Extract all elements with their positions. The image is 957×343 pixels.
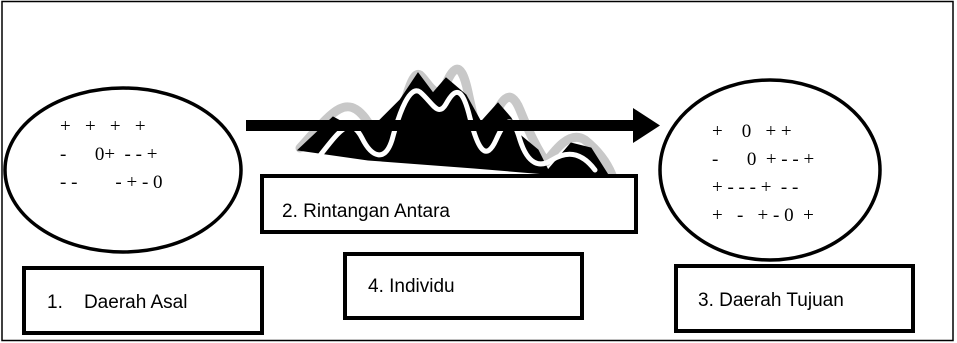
destination-symbols: + 0 + + - 0 + - - + + - - - + - - + - + … xyxy=(712,121,814,226)
destination-symbol-row: + - - - + - - xyxy=(712,177,798,198)
obstacles-label: 2. Rintangan Antara xyxy=(282,201,450,222)
destination-symbol-row: + - + - 0 + xyxy=(712,205,814,226)
destination-symbol-row: + 0 + + xyxy=(712,121,792,142)
migration-arrow xyxy=(246,108,660,143)
origin-ellipse xyxy=(3,86,243,254)
destination-label-box: 3. Daerah Tujuan xyxy=(674,264,915,333)
origin-symbol-row: - - - + - 0 xyxy=(60,172,163,193)
origin-symbol-row: + + + + xyxy=(60,116,146,137)
obstacles-label-box: 2. Rintangan Antara xyxy=(260,174,638,234)
destination-ellipse xyxy=(658,78,882,262)
obstacle-peaks-highlight xyxy=(315,88,598,173)
destination-symbol-row: - 0 + - - + xyxy=(712,149,814,170)
individual-label-box: 4. Individu xyxy=(343,252,584,320)
arrow-head xyxy=(633,108,660,143)
origin-label-box: 1. Daerah Asal xyxy=(22,266,264,335)
arrow-shaft xyxy=(246,120,636,131)
origin-symbol-row: - 0+ - - + xyxy=(60,144,157,165)
individual-label: 4. Individu xyxy=(368,276,455,297)
origin-symbols: + + + + - 0+ - - + - - - + - 0 xyxy=(0,0,181,193)
destination-label: 3. Daerah Tujuan xyxy=(698,290,844,311)
origin-label: 1. Daerah Asal xyxy=(47,292,187,313)
